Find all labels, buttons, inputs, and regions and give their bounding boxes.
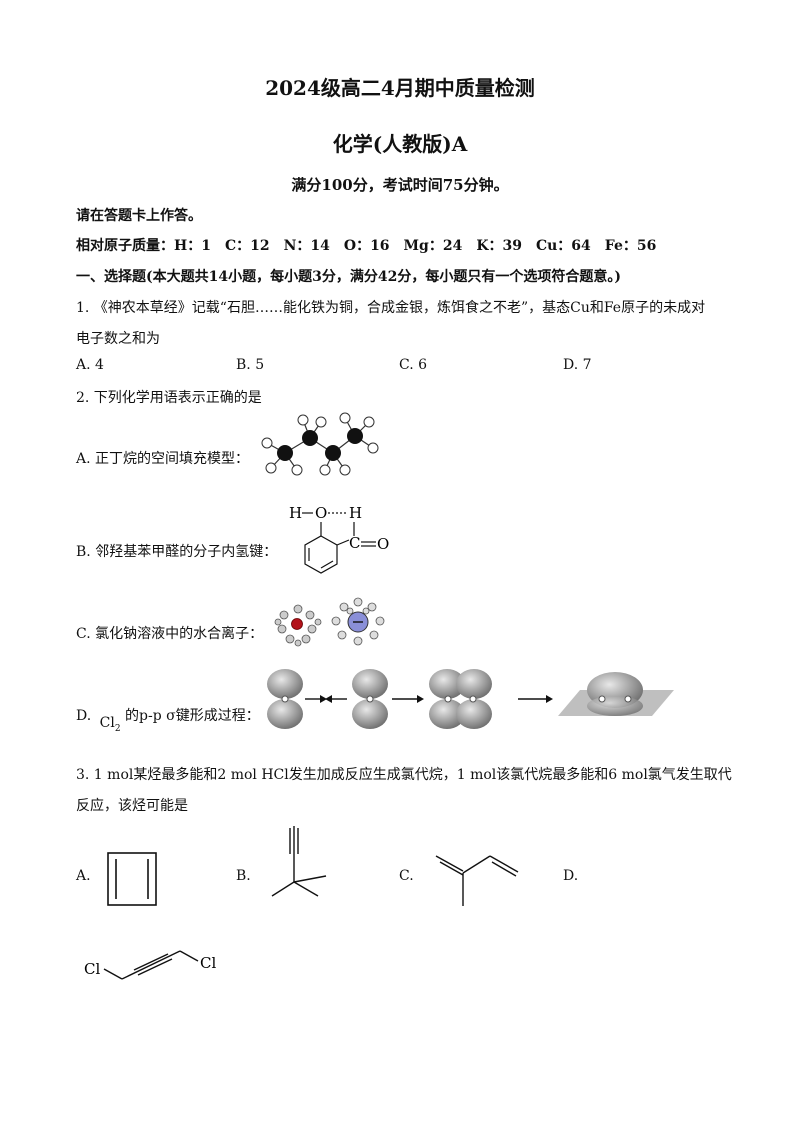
q3-option-b: B. <box>236 868 251 884</box>
q2-stem: 2. 下列化学用语表示正确的是 <box>76 390 262 406</box>
q2-option-d-prefix: D. <box>76 708 92 724</box>
chlorine-symbol: Cl <box>99 715 115 731</box>
p-p-sigma-bond-diagram <box>267 669 674 729</box>
q2-option-d: D. Cl2 的p-p σ键形成过程： <box>76 705 260 734</box>
q2-option-b: B. 邻羟基苯甲醛的分子内氢键： <box>76 544 278 560</box>
q2-option-d-suffix: 的p-p σ键形成过程： <box>125 708 260 724</box>
struct-o2-label: O <box>377 535 389 553</box>
q3-stem-line2: 反应，该烃可能是 <box>76 798 188 814</box>
q1-stem-line1: 1. 《神农本草经》记载“石胆……能化铁为铜，合成金银，炼饵食之不老”，基态Cu… <box>76 300 706 316</box>
exam-subtitle: 化学(人教版)A <box>332 132 468 156</box>
tert-butylacetylene-structure <box>271 826 327 897</box>
struct-h2-label: H <box>349 504 362 522</box>
q2-option-c: C. 氯化钠溶液中的水合离子： <box>76 626 264 642</box>
section-heading: 一、选择题(本大题共14小题，每小题3分，满分42分，每小题只有一个选项符合题意… <box>76 269 621 285</box>
struct-c-label: C <box>349 534 360 552</box>
q2-option-a: A. 正丁烷的空间填充模型： <box>76 451 250 467</box>
q3-stem-line1: 3. 1 mol某烃最多能和2 mol HCl发生加成反应生成氯代烷，1 mol… <box>76 767 732 783</box>
q1-option-c: C. 6 <box>399 357 428 373</box>
hydrated-ions-image <box>274 597 385 647</box>
score-time-note: 满分100分，考试时间75分钟。 <box>291 176 509 194</box>
atomic-mass-line: 相对原子质量：H：1 C：12 N：14 O：16 Mg：24 K：39 Cu：… <box>76 238 657 254</box>
chlorine-formula: Cl2 <box>99 715 121 734</box>
struct-o-label: O <box>315 504 327 522</box>
cyclobutene-structure <box>107 852 157 906</box>
butane-model-image <box>261 412 379 476</box>
struct-h-label: H <box>289 504 302 522</box>
dichlorobutyne-structure: Cl Cl <box>84 950 216 980</box>
q1-stem-line2: 电子数之和为 <box>76 331 160 347</box>
q1-option-b: B. 5 <box>236 357 265 373</box>
q3-option-c: C. <box>399 868 414 884</box>
isoprene-structure <box>435 855 519 906</box>
q1-option-a: A. 4 <box>76 357 104 373</box>
exam-title: 2024级高二4月期中质量检测 <box>265 76 535 100</box>
q3-option-a: A. <box>76 868 91 884</box>
chlorine-subscript: 2 <box>114 723 121 734</box>
q1-option-d: D. 7 <box>563 357 592 373</box>
dichloro-left-cl: Cl <box>84 960 100 978</box>
salicylaldehyde-structure: H O H C O <box>289 504 389 574</box>
q3-option-d: D. <box>563 868 579 884</box>
dichloro-right-cl: Cl <box>200 954 216 972</box>
answer-note: 请在答题卡上作答。 <box>76 208 202 224</box>
